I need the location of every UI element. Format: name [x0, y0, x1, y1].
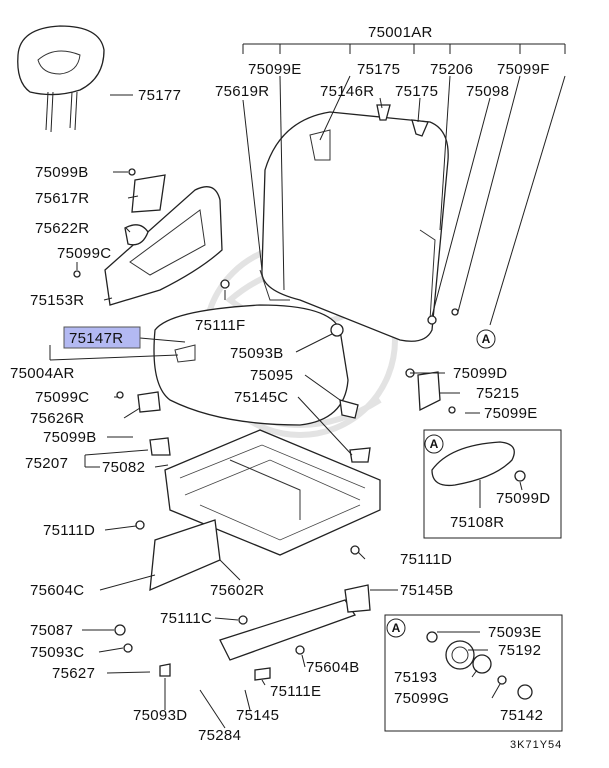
label-75153R[interactable]: 75153R: [30, 292, 84, 309]
label-75099F[interactable]: 75099F: [497, 61, 550, 78]
callout-markers: A A A: [386, 329, 496, 638]
label-75001AR[interactable]: 75001AR: [368, 24, 433, 41]
label-75099D-a[interactable]: 75099D: [453, 365, 507, 382]
label-75099C-b[interactable]: 75099C: [35, 389, 89, 406]
label-75111D-a[interactable]: 75111D: [43, 522, 95, 539]
label-75617R[interactable]: 75617R: [35, 190, 89, 207]
label-75284[interactable]: 75284: [198, 727, 241, 744]
label-75108R[interactable]: 75108R: [450, 514, 504, 531]
label-75004AR[interactable]: 75004AR: [10, 365, 75, 382]
label-75602R[interactable]: 75602R: [210, 582, 264, 599]
label-75099E-b[interactable]: 75099E: [484, 405, 538, 422]
hardware-parts: [73, 104, 459, 681]
label-75111E[interactable]: 75111E: [270, 683, 321, 700]
highlight-box: [63, 326, 141, 349]
side-shield-part: [104, 174, 223, 306]
label-75619R[interactable]: 75619R: [215, 83, 269, 100]
label-75146R[interactable]: 75146R: [320, 83, 374, 100]
label-75099B-a[interactable]: 75099B: [35, 164, 89, 181]
label-75111F[interactable]: 75111F: [195, 317, 245, 334]
label-75099B-b[interactable]: 75099B: [43, 429, 97, 446]
label-75099D-b[interactable]: 75099D: [496, 490, 550, 507]
headrest-part: [17, 25, 105, 133]
seatback-part: [259, 111, 449, 342]
label-75206[interactable]: 75206: [430, 61, 473, 78]
label-75099C-a[interactable]: 75099C: [57, 245, 111, 262]
seat-frame-part: [149, 429, 381, 661]
label-75177[interactable]: 75177: [138, 87, 181, 104]
label-75147R-selected[interactable]: 75147R: [69, 330, 123, 347]
label-75093C[interactable]: 75093C: [30, 644, 84, 661]
label-75604C[interactable]: 75604C: [30, 582, 84, 599]
label-75095[interactable]: 75095: [250, 367, 293, 384]
label-75622R[interactable]: 75622R: [35, 220, 89, 237]
callout-a-marker-3: A: [392, 621, 401, 635]
label-75111C[interactable]: 75111C: [160, 610, 212, 627]
callout-a-marker-2: A: [430, 437, 439, 451]
label-75093D[interactable]: 75093D: [133, 707, 187, 724]
label-75193[interactable]: 75193: [394, 669, 437, 686]
label-75175-b[interactable]: 75175: [395, 83, 438, 100]
label-75098[interactable]: 75098: [466, 83, 509, 100]
inset-box-knob: [384, 614, 563, 732]
label-75604B[interactable]: 75604B: [306, 659, 360, 676]
callout-a-marker-1: A: [482, 332, 491, 346]
inset-box-armrest: [423, 429, 562, 539]
label-75175-a[interactable]: 75175: [357, 61, 400, 78]
label-75111D-b[interactable]: 75111D: [400, 551, 452, 568]
label-75099G[interactable]: 75099G: [394, 690, 449, 707]
label-75145B[interactable]: 75145B: [400, 582, 454, 599]
label-75087[interactable]: 75087: [30, 622, 73, 639]
label-75145C[interactable]: 75145C: [234, 389, 288, 406]
figure-code: 3K71Y54: [510, 739, 562, 751]
part-labels: 75001AR 75099E 75175 75206 75099F 75619R…: [10, 24, 550, 744]
label-75192[interactable]: 75192: [498, 642, 541, 659]
label-75215[interactable]: 75215: [476, 385, 519, 402]
label-75627[interactable]: 75627: [52, 665, 95, 682]
label-75142[interactable]: 75142: [500, 707, 543, 724]
label-75093B[interactable]: 75093B: [230, 345, 284, 362]
leader-lines: [49, 43, 566, 729]
label-75082[interactable]: 75082: [102, 459, 145, 476]
label-75207[interactable]: 75207: [25, 455, 68, 472]
label-75099E-top[interactable]: 75099E: [248, 61, 302, 78]
label-75145[interactable]: 75145: [236, 707, 279, 724]
seat-cushion-part: [153, 304, 349, 426]
label-75093E[interactable]: 75093E: [488, 624, 542, 641]
label-75626R[interactable]: 75626R: [30, 410, 84, 427]
